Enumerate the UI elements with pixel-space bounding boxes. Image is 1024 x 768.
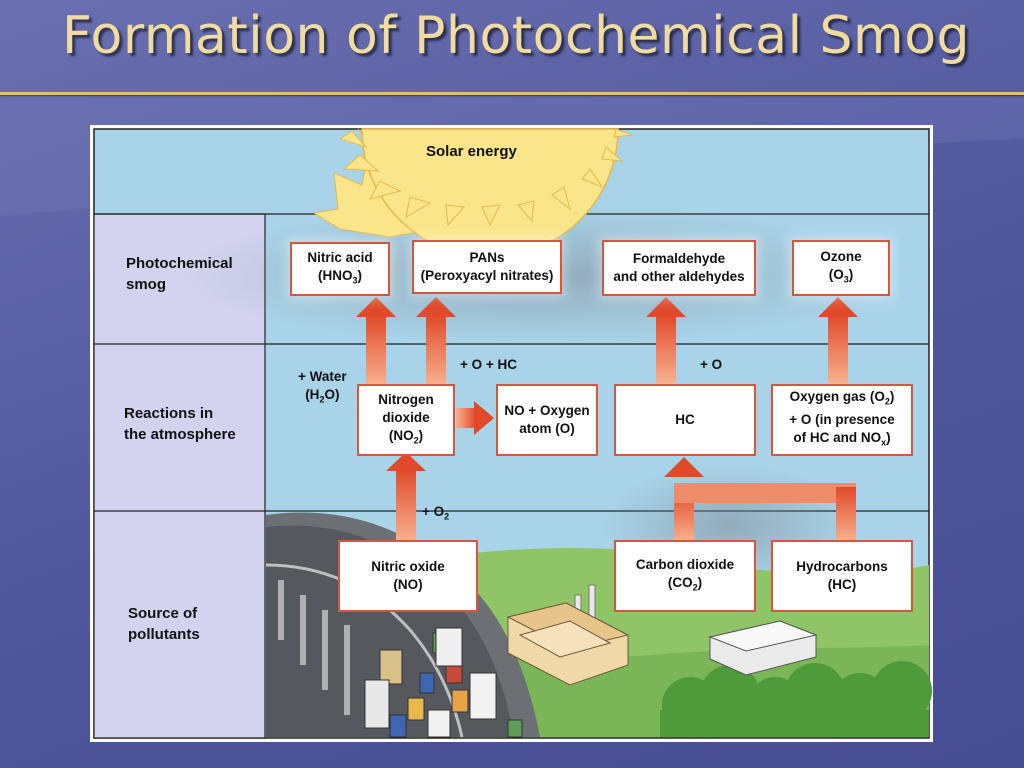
o2-operator-label: + O2	[422, 504, 450, 522]
reaction-arrows	[356, 297, 858, 541]
smog-formation-diagram: Solar energy Photochemical smog Reaction…	[90, 125, 933, 742]
row-label-source-of-pollutants: Source of pollutants	[128, 605, 200, 643]
carbon-dioxide-box: Carbon dioxide(CO2)	[614, 540, 756, 612]
solar-energy-label: Solar energy	[426, 143, 517, 160]
slide-title: Formation of Photochemical Smog	[62, 6, 971, 66]
title-divider	[0, 92, 1024, 95]
hc-box: HC	[614, 384, 756, 456]
hydrocarbons-box: Hydrocarbons(HC)	[771, 540, 913, 612]
nitric-oxide-box: Nitric oxide(NO)	[338, 540, 478, 612]
nitric-acid-box: Nitric acid(HNO3)	[290, 242, 390, 296]
sun-icon	[312, 128, 633, 258]
o-hc-operator-label: + O + HC	[460, 357, 518, 372]
building-illustration	[708, 620, 818, 676]
tree-line-illustration	[660, 661, 932, 737]
o-operator-label: + O	[700, 357, 723, 372]
row-label-photochemical-smog: Photochemical smog	[126, 255, 233, 293]
ozone-box: Ozone(O3)	[792, 240, 890, 296]
factory-illustration	[506, 584, 630, 686]
water-operator-label: + Water(H2O)	[298, 369, 347, 405]
highway-illustration	[265, 512, 540, 738]
row-label-reactions: Reactions in the atmosphere	[124, 405, 236, 443]
pans-box: PANs(Peroxyacyl nitrates)	[412, 240, 562, 294]
